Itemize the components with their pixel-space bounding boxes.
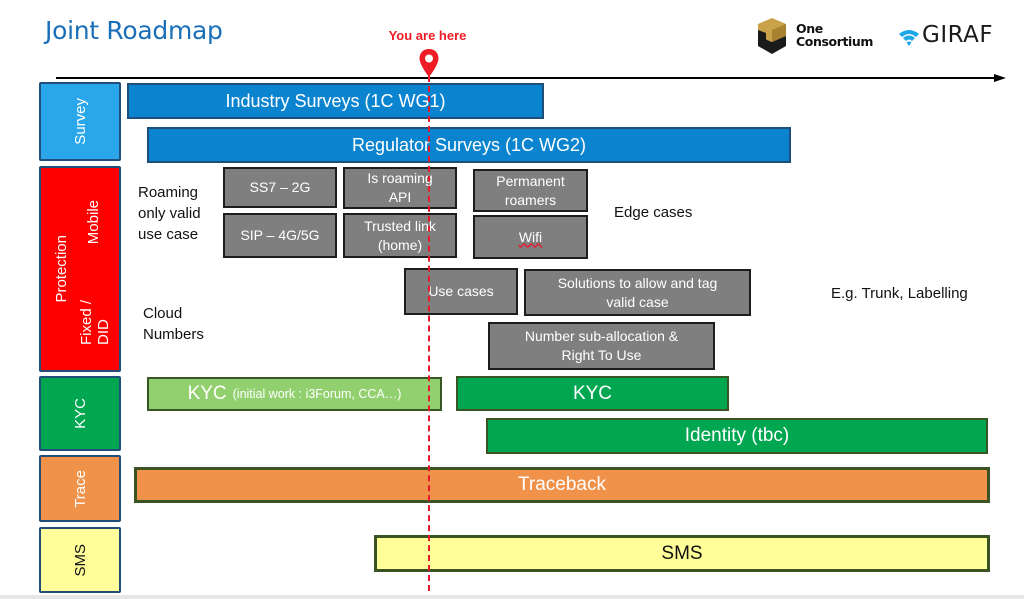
kyc-bar: KYC — [456, 376, 729, 411]
bottom-divider — [0, 595, 1024, 599]
sub-label-line: DID — [95, 319, 112, 346]
trunk-labelling-note: E.g. Trunk, Labelling — [831, 285, 968, 302]
use-cases-box: Use cases — [404, 268, 518, 315]
sub-label-line: Fixed / — [78, 300, 95, 346]
box-label-line: Solutions to allow and tag — [557, 274, 718, 291]
category-label: SMS — [71, 543, 89, 577]
category-protection: Protection Mobile Fixed /DID — [39, 166, 121, 372]
box-label-line: Trusted link — [364, 217, 436, 234]
you-are-here-label: You are here — [388, 28, 467, 43]
you-are-here-marker-line — [428, 76, 430, 591]
box-label-line: Is roaming — [367, 170, 433, 186]
box-label-line: Number sub-allocation & — [524, 328, 679, 344]
bar-label: KYC — [187, 383, 227, 404]
bar-label-detail: (initial work : i3Forum, CCA…) — [232, 387, 402, 401]
box-label-line: (home) — [377, 236, 423, 253]
number-sub-allocation-box: Number sub-allocation & Right To Use — [488, 322, 715, 370]
note-line: only valid — [138, 205, 201, 222]
one-consortium-logo-icon — [758, 18, 786, 54]
permanent-roamers-box: Permanent roamers — [473, 169, 588, 212]
category-label: Protection — [52, 235, 70, 303]
bar-label: Identity (tbc) — [684, 425, 790, 446]
category-sub-label-fixed-did: Fixed /DID — [78, 300, 112, 345]
cloud-numbers-note: Cloud Numbers — [143, 303, 204, 345]
ss7-2g-box: SS7 – 2G — [223, 167, 337, 208]
industry-surveys-bar: Industry Surveys (1C WG1) — [127, 83, 544, 119]
note-line: use case — [138, 226, 199, 243]
category-sms: SMS — [39, 527, 121, 593]
bar-label: Traceback — [518, 474, 606, 495]
box-label-line: API — [388, 189, 412, 205]
one-consortium-logo-text: One Consortium — [796, 22, 873, 48]
box-label-line: valid case — [606, 293, 669, 310]
logo-text-line: Consortium — [796, 34, 874, 49]
box-label: SS7 – 2G — [249, 179, 311, 195]
box-label-line: Permanent — [496, 172, 565, 189]
trusted-link-box: Trusted link (home) — [343, 213, 457, 258]
category-label: Survey — [71, 98, 89, 145]
timeline-axis-arrow — [56, 74, 1006, 82]
bar-label: SMS — [661, 542, 703, 564]
box-label: Use cases — [428, 283, 494, 299]
solutions-box: Solutions to allow and tag valid case — [524, 269, 751, 316]
category-label: Trace — [71, 469, 89, 508]
box-label: Wifi — [518, 228, 543, 245]
note-line: Cloud — [143, 305, 183, 322]
category-trace: Trace — [39, 455, 121, 522]
logo-text-line: One — [796, 21, 823, 36]
category-sub-label-mobile: Mobile — [84, 199, 102, 245]
regulator-surveys-bar: Regulator Surveys (1C WG2) — [147, 127, 791, 163]
box-label-line: roamers — [504, 191, 557, 208]
sms-bar: SMS — [374, 535, 990, 572]
traceback-bar: Traceback — [134, 467, 990, 503]
edge-cases-note: Edge cases — [614, 204, 693, 221]
roaming-note: Roaming only valid use case — [138, 182, 201, 245]
bar-label: Regulator Surveys (1C WG2) — [351, 134, 587, 155]
box-label: SIP – 4G/5G — [240, 227, 320, 243]
page-title: Joint Roadmap — [45, 16, 223, 45]
giraf-wifi-logo-icon — [899, 30, 919, 46]
category-survey: Survey — [39, 82, 121, 161]
category-kyc: KYC — [39, 376, 121, 451]
identity-bar: Identity (tbc) — [486, 418, 988, 454]
bar-label: KYC — [572, 382, 613, 404]
kyc-initial-work-bar: KYC (initial work : i3Forum, CCA…) — [147, 377, 442, 411]
giraf-logo-text: GIRAF — [922, 22, 994, 48]
sip-4g-5g-box: SIP – 4G/5G — [223, 213, 337, 258]
bar-label: Industry Surveys (1C WG1) — [225, 90, 446, 111]
wifi-box: Wifi — [473, 215, 588, 259]
box-label-line: Right To Use — [561, 347, 642, 363]
note-line: Roaming — [138, 184, 199, 201]
note-line: Numbers — [143, 326, 204, 343]
category-label: KYC — [71, 398, 89, 429]
location-pin-icon — [419, 49, 439, 77]
